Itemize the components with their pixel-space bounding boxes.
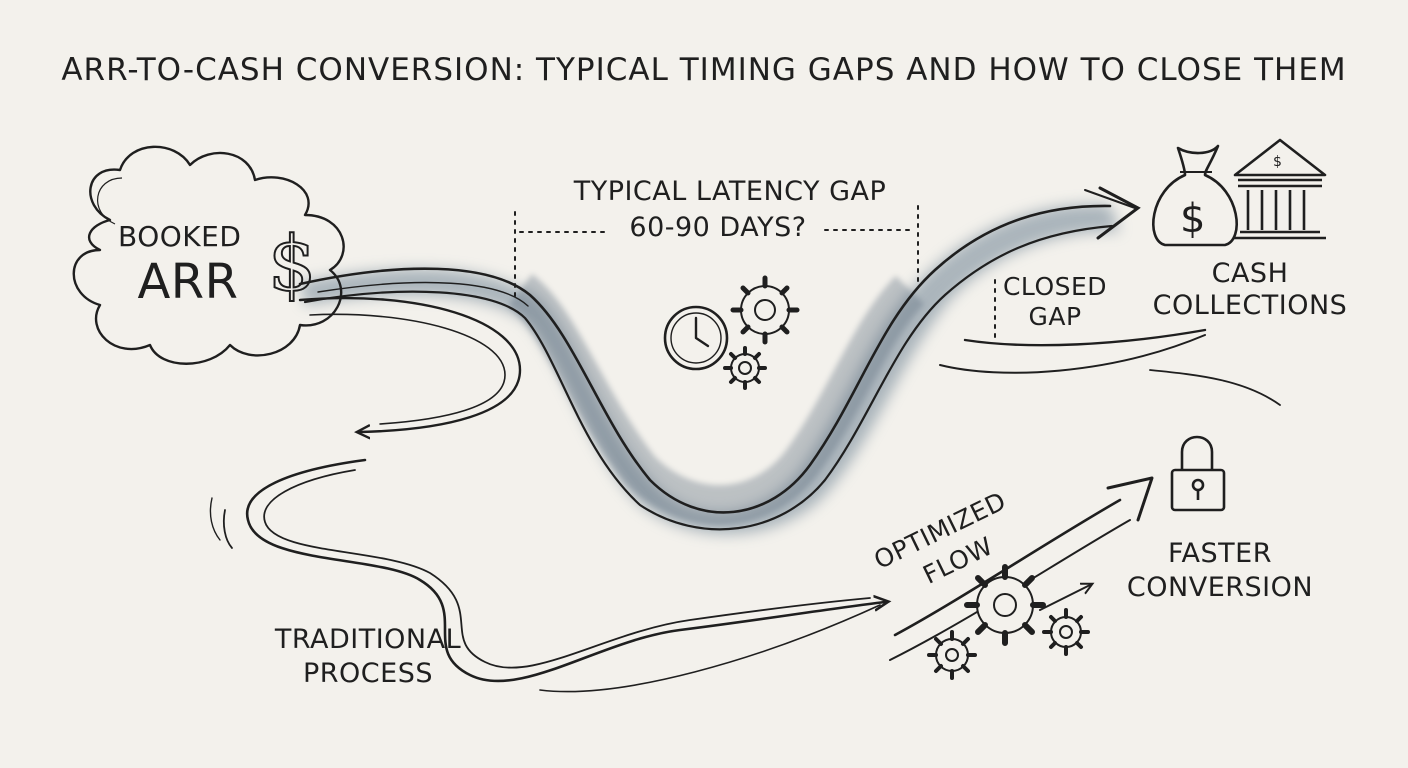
padlock-icon	[1170, 435, 1226, 512]
latency-gap-bracket	[514, 205, 996, 341]
latency-dip-outline	[298, 186, 1141, 531]
clock-icon	[663, 305, 729, 371]
gear-icon	[723, 275, 800, 390]
cash-collections-label-line2: Collections	[1152, 290, 1348, 321]
diagram-title: ARR-to-Cash Conversion: Typical Timing G…	[61, 52, 1347, 88]
cash-collections-label-line1: Cash	[1211, 258, 1289, 289]
faster-conversion-label-line1: Faster	[1168, 538, 1272, 569]
bank-icon	[1233, 138, 1327, 240]
money-bag-dollar-icon: $	[1180, 196, 1205, 242]
booked-arr-cloud	[72, 145, 345, 365]
booked-arr-label-line1: Booked	[118, 220, 242, 253]
faster-conversion-label-line2: Conversion	[1126, 572, 1314, 603]
bank-dollar-icon: $	[1273, 154, 1282, 170]
booked-dollar-icon: $	[268, 219, 316, 308]
latency-gap-label-line1: Typical Latency Gap	[573, 176, 887, 207]
traditional-process-path	[209, 296, 885, 693]
latency-gap-label-line2: 60-90 Days?	[629, 212, 807, 243]
closed-gap-curves	[939, 328, 1281, 406]
traditional-process-label-line1: Traditional	[274, 624, 462, 655]
optimized-gear-icons	[927, 564, 1090, 680]
booked-arr-label-line2: ARR	[137, 254, 239, 310]
money-bag-icon	[1152, 144, 1238, 247]
closed-gap-label-line2: Gap	[1028, 302, 1082, 331]
latency-dip-wash	[300, 204, 1120, 535]
closed-gap-label-line1: Closed	[1002, 272, 1108, 301]
traditional-process-label-line2: Process	[303, 658, 433, 689]
